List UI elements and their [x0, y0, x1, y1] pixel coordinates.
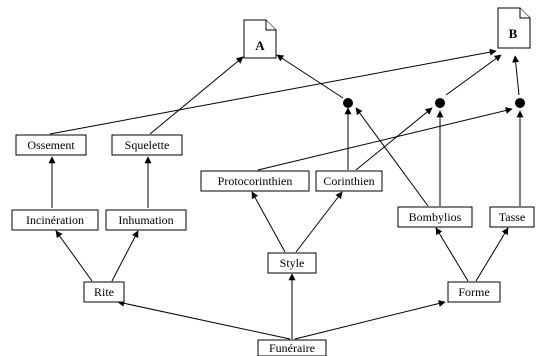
join-dot-3	[515, 98, 525, 108]
edge-dot2-b	[445, 54, 502, 96]
node-ossement-label: Ossement	[27, 138, 75, 152]
edge-style-protocorinthien	[251, 191, 286, 253]
edge-ossement-b	[49, 48, 497, 135]
node-inhumation[interactable]: Inhumation	[105, 209, 187, 231]
edge-dot1-a	[276, 54, 344, 99]
edges	[48, 48, 524, 340]
edge-funeraire-rite	[117, 299, 291, 340]
node-funeraire[interactable]: Funéraire	[257, 339, 327, 356]
join-dot-1	[343, 98, 353, 108]
node-style-label: Style	[280, 256, 305, 270]
node-forme-label: Forme	[458, 285, 489, 299]
edge-rite-incineration	[55, 230, 93, 282]
node-bombylios[interactable]: Bombylios	[397, 206, 473, 228]
document-b: B	[497, 7, 531, 49]
node-ossement[interactable]: Ossement	[15, 134, 87, 156]
edge-funeraire-forme	[294, 300, 446, 340]
node-incineration-label: Incinération	[26, 213, 84, 227]
edge-dot3-b	[512, 55, 520, 96]
document-a-label: A	[255, 38, 265, 53]
node-protocorinthien-label: Protocorinthien	[218, 174, 293, 188]
node-rite[interactable]: Rite	[83, 281, 125, 303]
join-dots	[343, 98, 525, 108]
node-funeraire-label: Funéraire	[269, 341, 315, 355]
node-tasse[interactable]: Tasse	[489, 206, 535, 228]
node-corinthien[interactable]: Corinthien	[315, 170, 383, 192]
node-bombylios-label: Bombylios	[409, 210, 462, 224]
edge-corinthien-dot2	[355, 107, 433, 171]
document-b-fold	[519, 8, 530, 19]
edge-bombylios-dot1	[355, 107, 429, 207]
edge-rite-inhumation	[111, 230, 139, 282]
edge-style-corinthien	[295, 191, 343, 253]
node-incineration[interactable]: Incinération	[11, 209, 99, 231]
node-style[interactable]: Style	[267, 252, 317, 274]
edge-forme-tasse	[475, 227, 509, 282]
document-b-label: B	[509, 26, 518, 41]
node-rite-label: Rite	[94, 285, 114, 299]
edge-squelette-a	[149, 56, 244, 135]
edge-protocorinthien-dot3	[257, 107, 513, 171]
document-a-fold	[265, 20, 276, 31]
node-tasse-label: Tasse	[499, 210, 525, 224]
join-dot-2	[435, 98, 445, 108]
document-a: A	[243, 19, 277, 59]
node-protocorinthien[interactable]: Protocorinthien	[200, 170, 310, 192]
node-squelette[interactable]: Squelette	[111, 134, 183, 156]
edge-forme-bombylios	[435, 227, 469, 282]
node-inhumation-label: Inhumation	[118, 213, 173, 227]
node-squelette-label: Squelette	[125, 138, 170, 152]
node-corinthien-label: Corinthien	[323, 174, 374, 188]
node-forme[interactable]: Forme	[447, 281, 501, 303]
